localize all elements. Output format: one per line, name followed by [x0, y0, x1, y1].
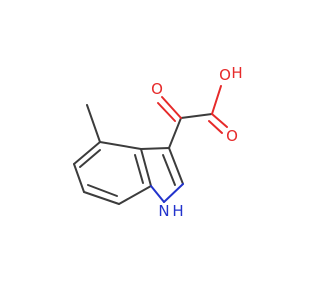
bond-acid-oxygen-double [208, 120, 223, 134]
bond-acid-hydroxyl [211, 85, 222, 115]
bond-c3-c2 [168, 147, 184, 185]
bond-c7a-c3a-inner [134, 154, 144, 184]
pyrrole-ring [140, 147, 184, 203]
bond-methyl [86, 104, 101, 143]
bond-c3-c2-inner [162, 154, 176, 186]
bond-ketone-acid [180, 113, 213, 119]
atom-label-ring-nitrogen: N [158, 202, 169, 220]
atom-label-hydroxyl-oxygen: O [219, 66, 231, 84]
bond-acid-oxygen [211, 113, 228, 128]
bond-c8-c7a [118, 185, 152, 205]
bond-c5-c6 [73, 141, 101, 165]
bond-c7-c8 [83, 191, 120, 205]
bond-c3a-c3 [140, 147, 170, 150]
atom-label-hydroxyl-hydrogen: H [231, 64, 242, 82]
oxoacetic-acid-chain [157, 85, 228, 149]
bond-ketone-oxygen-double [157, 102, 176, 122]
bond-c4-c5 [99, 141, 142, 150]
atom-label-ring-nitrogen-hydrogen: H [172, 202, 183, 220]
molecule-structure: O O H O N H [73, 64, 243, 220]
bond-c7a-c3a [140, 148, 152, 187]
bond-c3-ketone [168, 117, 182, 149]
bond-c7-c8-inner [87, 184, 118, 197]
bond-c2-n1 [163, 183, 184, 203]
bond-c5-c6-inner [79, 149, 101, 168]
bond-ketone-oxygen [161, 96, 182, 119]
atom-label-acid-oxygen: O [226, 127, 238, 145]
atom-label-carbonyl-oxygen: O [151, 80, 163, 98]
bond-n1-c7a [150, 185, 165, 203]
benzene-ring [73, 141, 152, 205]
bond-c6-c7 [73, 163, 85, 193]
